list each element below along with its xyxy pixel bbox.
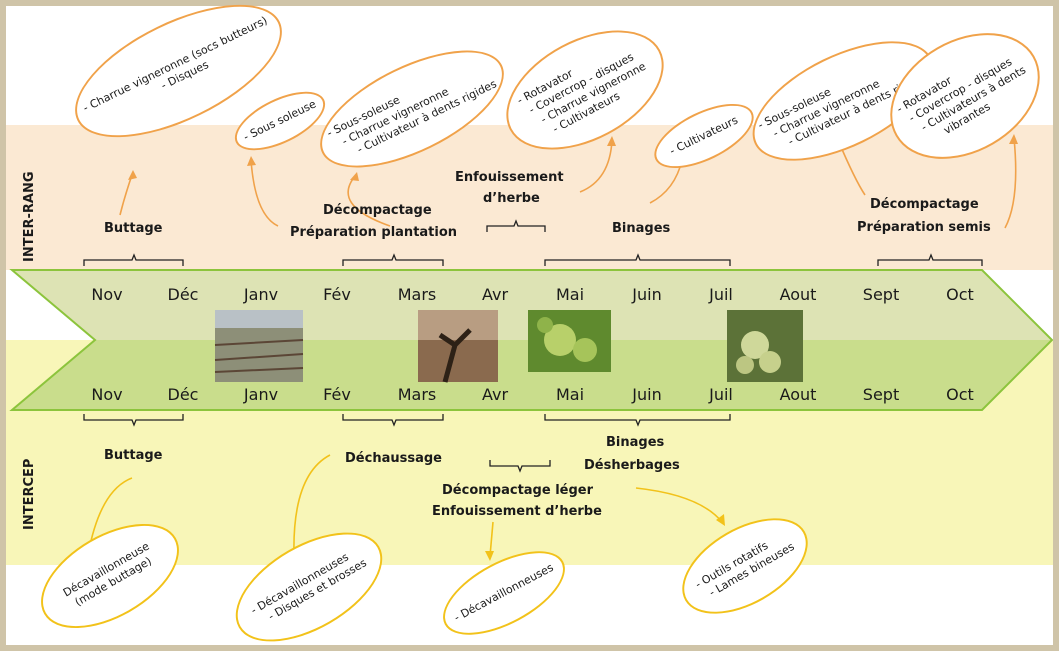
month-top-fev: Fév (323, 285, 351, 304)
month-top-dec: Déc (167, 285, 199, 304)
month-top-juin: Juin (632, 285, 662, 304)
label-decompactage-1: Décompactage (323, 203, 432, 218)
brace-top-decompactage (342, 253, 444, 266)
brace-top-binages (544, 253, 731, 266)
month-top-juil: Juil (709, 285, 733, 304)
brace-top-semis (877, 253, 983, 266)
brace-bottom-binages (544, 414, 731, 427)
section-label-inter-rang: INTER-RANG (22, 171, 37, 263)
label-enfouissement-2: d’herbe (483, 191, 540, 206)
month-top-avr: Avr (481, 285, 509, 304)
month-bottom-juil: Juil (709, 385, 733, 404)
connector-top-4 (579, 139, 613, 193)
label-enfouissement-1: Enfouissement (455, 170, 564, 185)
month-bottom-aout: Aout (779, 385, 817, 404)
arrowhead-top-2 (247, 156, 256, 166)
month-top-nov: Nov (91, 285, 123, 304)
label-decompactage-2: Décompactage (870, 197, 979, 212)
connector-top-3 (347, 174, 391, 227)
month-bottom-dec: Déc (167, 385, 199, 404)
month-bottom-janv: Janv (243, 385, 279, 404)
label-decompactage-leger: Décompactage léger (442, 483, 594, 498)
label-dechaussage: Déchaussage (345, 451, 442, 466)
label-binages-bottom: Binages (606, 435, 665, 450)
connector-top-7 (1004, 137, 1017, 229)
month-bottom-juin: Juin (632, 385, 662, 404)
connector-bottom-4 (635, 487, 723, 523)
label-preparation-plantation: Préparation plantation (290, 225, 458, 240)
vine-pruned-photo (418, 310, 498, 383)
connector-top-2 (250, 159, 279, 227)
month-bottom-mars: Mars (397, 385, 437, 404)
month-top-aout: Aout (779, 285, 817, 304)
arrowhead-bottom-4 (716, 514, 725, 526)
label-buttage-bottom: Buttage (104, 448, 163, 463)
inter-rang-band (6, 125, 1053, 270)
month-top-sept: Sept (862, 285, 900, 304)
section-label-intercep: INTERCEP (22, 458, 37, 530)
timeline-arrow-outline (9, 269, 1054, 411)
vineyard-winter-photo (214, 310, 304, 382)
label-desherbages: Désherbages (584, 458, 680, 473)
vine-flowering-photo (528, 310, 611, 372)
arrowhead-top-3 (350, 172, 359, 181)
arrowhead-top-1 (128, 170, 137, 180)
connector-bottom-2 (293, 454, 331, 557)
month-bottom-oct: Oct (946, 385, 974, 404)
grapes-photo (727, 310, 803, 382)
brace-top-buttage (83, 253, 184, 266)
label-binages-top: Binages (612, 221, 671, 236)
brace-bottom-enfouissement (489, 460, 551, 473)
month-bottom-avr: Avr (481, 385, 509, 404)
label-enfouissement-herbe: Enfouissement d’herbe (432, 504, 602, 519)
month-bottom-sept: Sept (862, 385, 900, 404)
month-top-oct: Oct (946, 285, 974, 304)
brace-bottom-dechaussage (342, 414, 444, 427)
brace-top-enfouissement (486, 219, 546, 232)
arrowhead-bottom-3 (485, 551, 494, 561)
month-top-mars: Mars (397, 285, 437, 304)
month-top-janv: Janv (243, 285, 279, 304)
arrowhead-top-4 (607, 136, 616, 146)
month-bottom-nov: Nov (91, 385, 123, 404)
label-buttage-top: Buttage (104, 221, 163, 236)
month-bottom-mai: Mai (555, 385, 585, 404)
label-preparation-semis: Préparation semis (857, 220, 991, 235)
brace-bottom-buttage (83, 414, 184, 427)
connector-bottom-3 (489, 521, 494, 557)
month-top-mai: Mai (555, 285, 585, 304)
arrowhead-top-7 (1009, 134, 1018, 144)
month-bottom-fev: Fév (323, 385, 351, 404)
